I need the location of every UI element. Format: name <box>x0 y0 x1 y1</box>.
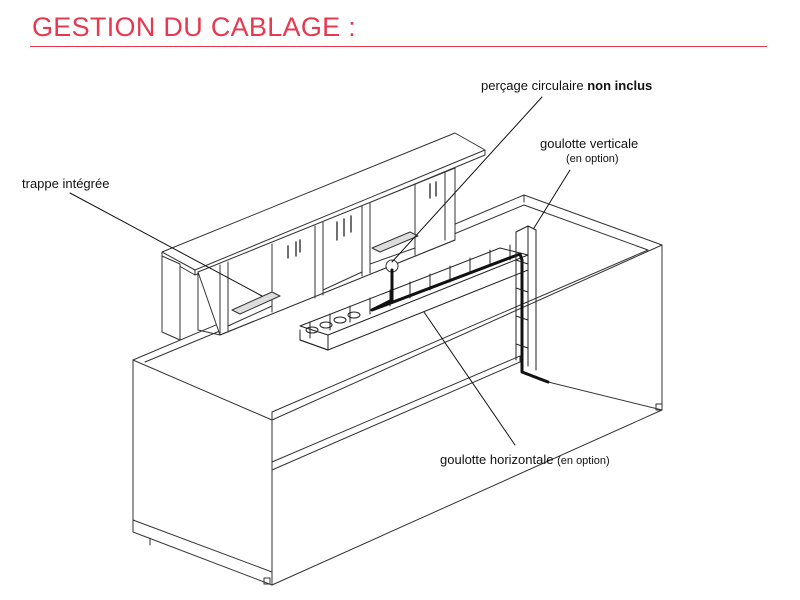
page-title: GESTION DU CABLAGE : <box>32 12 357 42</box>
label-goulotte-verticale-text: goulotte verticale <box>540 136 639 151</box>
leader-percage <box>391 96 543 263</box>
label-goulotte-verticale: goulotte verticale <box>540 137 638 151</box>
label-goulotte-horizontale-note: (en option) <box>557 455 610 467</box>
label-percage-text: perçage circulaire <box>481 78 584 93</box>
leader-trappe <box>69 192 263 297</box>
desk-front-panel <box>132 359 273 586</box>
label-percage-bold: non inclus <box>587 78 653 93</box>
label-goulotte-verticale-note: (en option) <box>566 153 619 165</box>
label-goulotte-horizontale: goulotte horizontale (en option) <box>440 453 610 468</box>
desk-side-panel <box>271 244 663 586</box>
label-percage: perçage circulaire non inclus <box>481 79 652 93</box>
label-goulotte-horizontale-text: goulotte horizontale <box>440 452 554 467</box>
label-trappe: trappe intégrée <box>22 176 110 191</box>
cable-path <box>370 252 550 384</box>
vertical-cable-tray <box>515 225 537 371</box>
title-underline <box>30 46 767 47</box>
trappe-slot <box>231 291 281 315</box>
leader-goulotte-verticale <box>533 169 571 229</box>
leader-goulotte-horizontale <box>423 311 516 446</box>
